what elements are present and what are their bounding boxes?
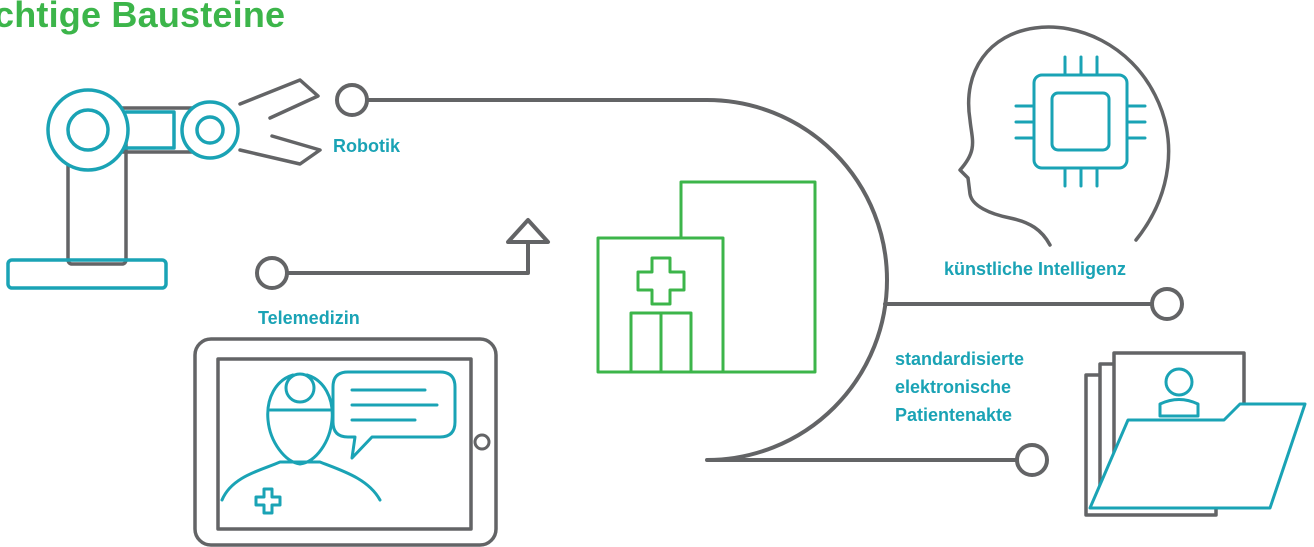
label-robotik: Robotik <box>333 136 400 156</box>
label-epa-line2: elektronische <box>895 377 1012 397</box>
speech-bubble <box>331 370 457 460</box>
epa-node <box>1015 443 1049 477</box>
robotik-node <box>335 83 369 117</box>
hospital-icon <box>596 180 817 374</box>
tele-node <box>255 256 289 290</box>
label-epa-line1: standardisierte <box>895 349 1025 369</box>
connector-lines <box>284 98 1154 462</box>
main-loop-line <box>365 98 1029 462</box>
doctor-head <box>266 373 334 466</box>
label-patientenakte: standardisierte elektronische Patientena… <box>895 345 1024 429</box>
tablet-doctor-icon <box>193 337 498 547</box>
label-telemedizin: Telemedizin <box>258 308 360 328</box>
patient-folder-icon <box>1084 351 1307 517</box>
ai-head-chip-icon <box>958 25 1171 247</box>
diagram-title: chtige Bausteine <box>0 0 286 35</box>
tele-arrow-icon <box>506 218 550 244</box>
ki-node <box>1150 287 1184 321</box>
robot-base <box>6 258 168 290</box>
tele-connector-line <box>284 241 530 275</box>
label-epa-line3: Patientenakte <box>895 405 1013 425</box>
label-ki: künstliche Intelligenz <box>944 259 1127 279</box>
